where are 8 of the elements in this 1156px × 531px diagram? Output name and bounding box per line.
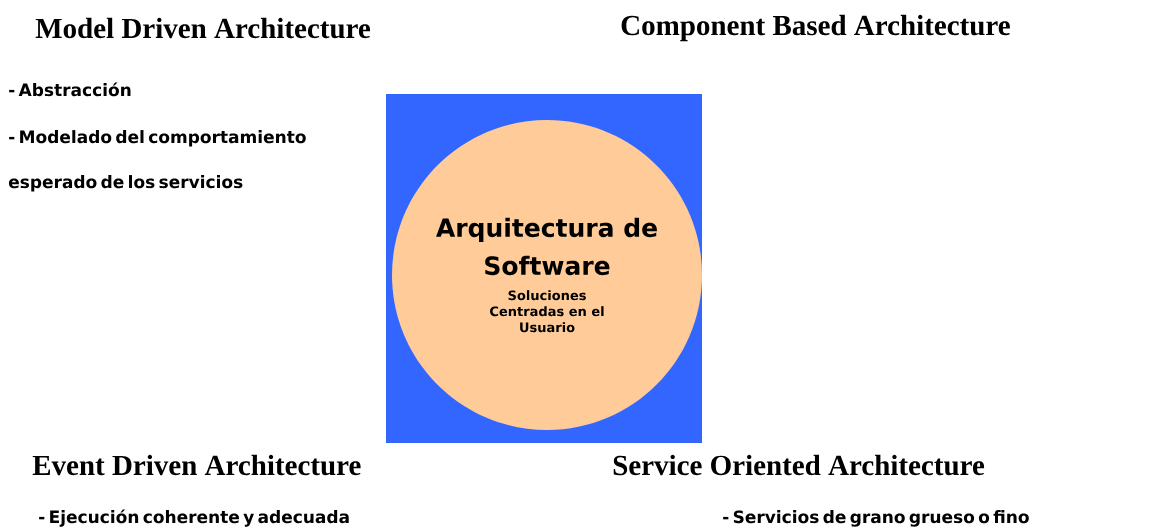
- bullet-text: - Ejecución coherente y adecuada: [39, 509, 349, 527]
- heading: Component Based Architecture: [621, 14, 1010, 42]
- bullet-text: - Modelado del comportamiento esperado de los servicios: [8, 130, 306, 192]
- heading: Service Oriented Architecture: [613, 454, 985, 476]
- bullet-text: - Servicios de grano grueso o fino: [723, 510, 1029, 527]
- heading: Model Driven Architecture: [35, 17, 371, 39]
- heading: Event Driven Architecture: [32, 454, 361, 476]
- bullet-text: - Abstracción: [9, 82, 131, 97]
